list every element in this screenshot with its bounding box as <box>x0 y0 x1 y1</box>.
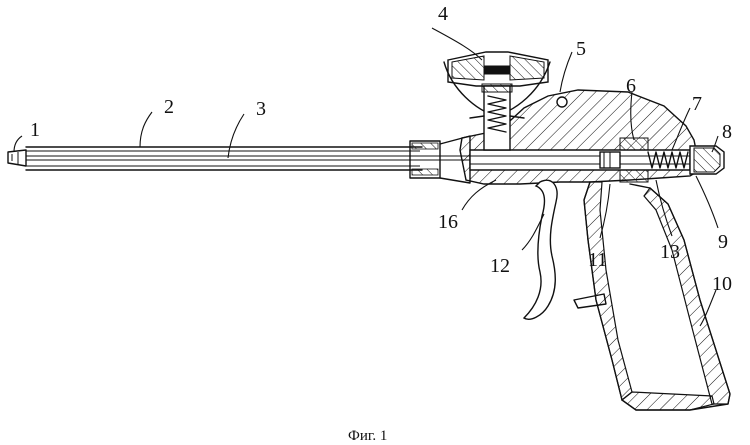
label-6: 6 <box>626 75 636 97</box>
label-13: 13 <box>660 241 680 263</box>
label-3: 3 <box>256 98 266 120</box>
label-4: 4 <box>438 3 448 25</box>
gun-body <box>459 89 701 185</box>
trigger <box>522 179 558 320</box>
valve-needle <box>26 155 540 161</box>
label-11: 11 <box>588 249 607 271</box>
barrel-tube <box>25 146 423 171</box>
label-2: 2 <box>164 96 174 118</box>
label-5: 5 <box>576 38 586 60</box>
label-12: 12 <box>490 255 510 277</box>
figure-caption: Фиг. 1 <box>348 428 387 444</box>
label-9: 9 <box>718 231 728 253</box>
barrel-collar <box>409 135 471 184</box>
nozzle-tip <box>7 149 27 167</box>
handle <box>573 181 731 411</box>
label-7: 7 <box>692 93 702 115</box>
rear-assembly <box>599 137 725 183</box>
label-10: 10 <box>712 273 732 295</box>
label-16: 16 <box>438 211 458 233</box>
label-1: 1 <box>30 119 40 141</box>
can-adapter <box>443 51 551 151</box>
label-8: 8 <box>722 121 732 143</box>
leader-lines <box>13 27 719 327</box>
